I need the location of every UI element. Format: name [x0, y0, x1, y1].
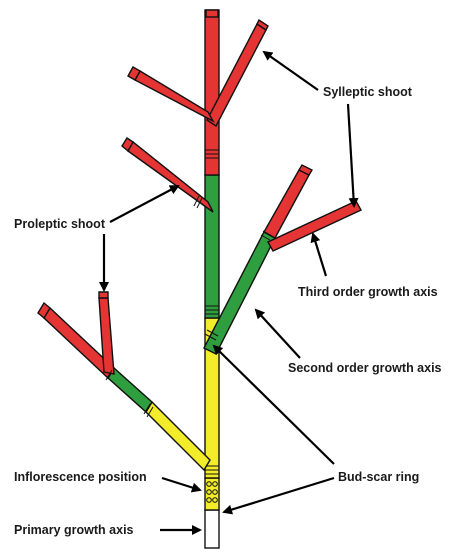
right-second-order-branch [203, 164, 362, 355]
label-bud-scar-ring: Bud-scar ring [338, 470, 419, 484]
bud-scar-rings [205, 149, 219, 475]
label-sylleptic-shoot: Sylleptic shoot [323, 85, 413, 99]
label-third-order-axis: Third order growth axis [298, 285, 438, 299]
annotation-arrows [99, 50, 359, 535]
label-proleptic-shoot: Proleptic shoot [14, 217, 106, 231]
main-stem-green-segment [204, 174, 220, 319]
label-inflorescence-position: Inflorescence position [14, 470, 147, 484]
label-second-order-axis: Second order growth axis [288, 361, 442, 375]
middle-left-red-branch [121, 137, 214, 213]
main-stem-white-segment [204, 509, 220, 549]
upper-left-red-branch [127, 66, 215, 123]
label-primary-growth-axis: Primary growth axis [14, 523, 134, 537]
upper-sylleptic-branch [206, 18, 269, 128]
main-stem [204, 9, 220, 549]
main-stem-tip [205, 9, 219, 18]
lower-left-branch [37, 291, 211, 472]
